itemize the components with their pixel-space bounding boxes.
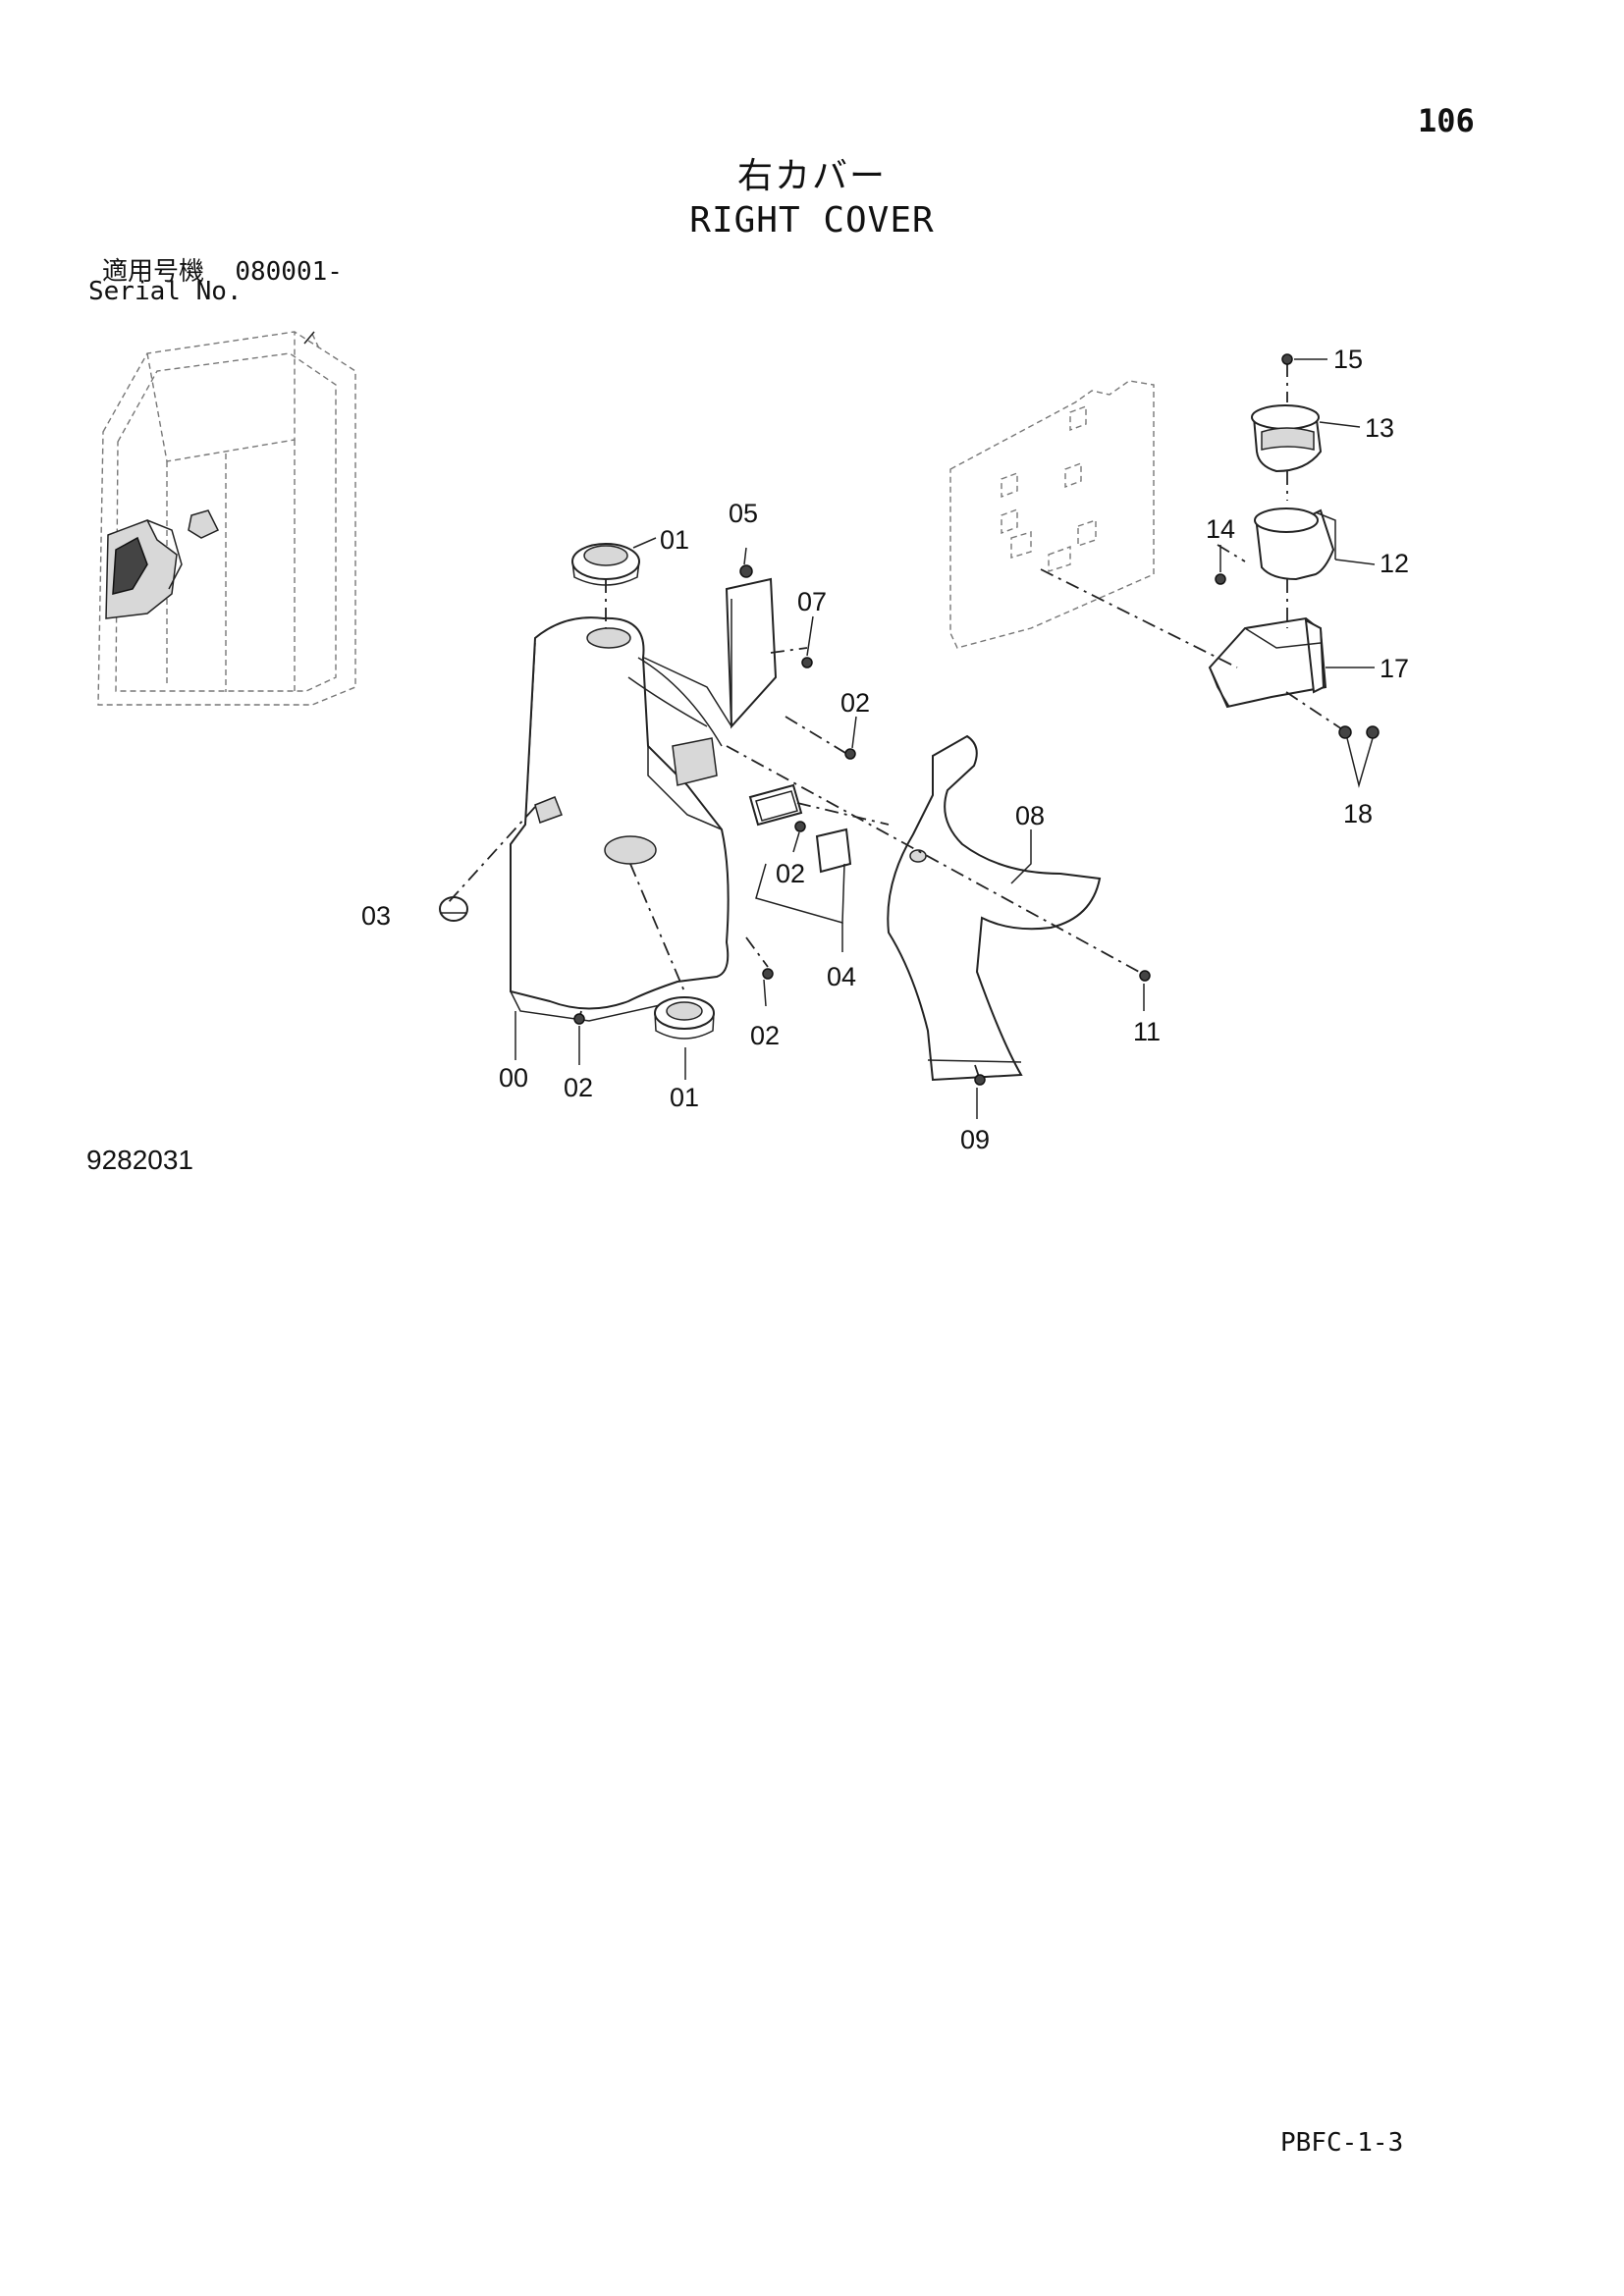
- callout-05: 05: [729, 499, 758, 528]
- vent-bottom: [604, 835, 715, 1040]
- serial-row-japanese: 適用号機 080001-: [102, 251, 343, 288]
- callout-01-bottom: 01: [670, 1083, 699, 1112]
- tray-bracket-17: [1208, 616, 1327, 709]
- callout-02-upper: 02: [840, 688, 870, 718]
- callout-07: 07: [797, 587, 827, 616]
- callout-04: 04: [827, 962, 856, 991]
- explode-guides: [447, 363, 1346, 1081]
- callout-labels: 01 05 07 02 02 03 04 08 11 02 00 02 01 0…: [361, 345, 1409, 1154]
- callout-08: 08: [1015, 801, 1045, 830]
- page-number: 106: [1418, 102, 1475, 139]
- callout-18: 18: [1343, 799, 1373, 828]
- fasteners: [573, 353, 1380, 1086]
- serial-label-japanese: 適用号機: [102, 257, 205, 287]
- right-cover-main: [510, 616, 730, 1022]
- callout-03: 03: [361, 901, 391, 931]
- callout-11: 11: [1133, 1017, 1161, 1046]
- seal-04: [748, 783, 852, 874]
- callout-14: 14: [1206, 514, 1235, 544]
- title-english: RIGHT COVER: [689, 200, 935, 240]
- cup-holder-13: [1251, 404, 1323, 473]
- inner-bracket: [643, 577, 778, 729]
- callout-13: 13: [1365, 413, 1394, 443]
- callout-09: 09: [960, 1125, 990, 1154]
- callout-02-middle: 02: [776, 859, 805, 888]
- serial-label-english: Serial No.: [88, 277, 243, 306]
- callout-00: 00: [499, 1063, 528, 1093]
- rear-panel: [949, 380, 1155, 649]
- cap-03: [439, 896, 468, 922]
- cup-holder-12: [1254, 507, 1336, 581]
- leader-lines: [440, 358, 1376, 1119]
- cab-thumbnail: [97, 331, 356, 706]
- serial-value: 080001-: [235, 257, 343, 287]
- callout-15: 15: [1333, 345, 1363, 374]
- figure-number: 9282031: [86, 1145, 194, 1175]
- callout-17: 17: [1380, 654, 1409, 683]
- side-cover-08: [887, 734, 1102, 1082]
- footer-code: PBFC-1-3: [1280, 2128, 1404, 2158]
- callout-02-lower-left: 02: [564, 1073, 593, 1102]
- callout-01-top: 01: [660, 525, 689, 555]
- callout-12: 12: [1380, 549, 1409, 578]
- callout-02-lower-right: 02: [750, 1021, 780, 1050]
- title-japanese: 右カバー: [736, 156, 887, 196]
